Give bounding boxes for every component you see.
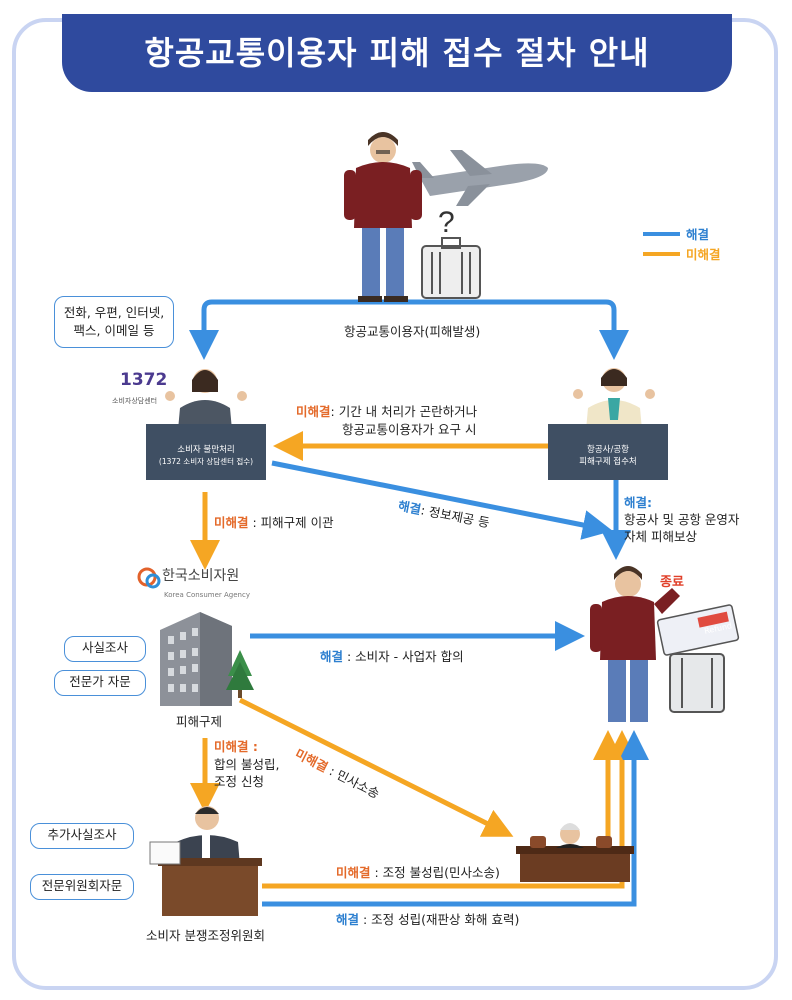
kca-logo-name: 한국소비자원 — [162, 568, 240, 584]
suitcase-icon: ? — [421, 206, 481, 299]
expert-advice-bubble: 전문가 자문 — [54, 670, 146, 696]
kca-logo-english: Korea Consumer Agency — [164, 591, 250, 599]
refund-card-icon — [656, 604, 740, 656]
page-title: 항공교통이용자 피해 접수 절차 안내 — [62, 14, 732, 92]
traveler-caption: 항공교통이용자(피해발생) — [344, 324, 481, 339]
arrow-committee-success — [262, 730, 649, 907]
relief-label: 피해구제 — [176, 714, 223, 729]
agreement-tag: 해결 — [320, 649, 344, 664]
contact-channels-line1: 전화, 우편, 인터넷, — [63, 305, 165, 320]
mediation-success-tag: 해결 — [336, 912, 360, 927]
arrow-kca-to-court — [238, 697, 514, 837]
airplane-icon — [412, 150, 548, 206]
airline-desk-label: 항공사/공항 피해구제 접수처 — [548, 444, 668, 468]
mediation-fail-label: 미해결 : 조정 불성립(민사소송) — [336, 864, 500, 881]
consumer-center-desk-line1: 소비자 불만처리 — [177, 445, 235, 455]
airline-resolved-line2: 자체 피해보상 — [624, 529, 697, 544]
transfer-label: 미해결 : 피해구제 이관 — [214, 514, 334, 531]
mediation-success-label: 해결 : 조정 성립(재판상 화해 효력) — [336, 911, 519, 928]
end-label: 종료 — [660, 575, 684, 590]
consumer-center-agent — [165, 369, 247, 430]
airline-desk-line2: 피해구제 접수처 — [579, 457, 637, 467]
kca-logo-icon — [137, 567, 161, 589]
court-judge-icon — [516, 823, 634, 882]
mediation-request-tag: 미해결 : — [214, 739, 258, 754]
unresolved-escalation-tag: 미해결 — [296, 404, 331, 419]
consumer-center-desk-line2: (1372 소비자 상담센터 접수) — [158, 457, 254, 466]
contact-channels-line2: 팩스, 이메일 등 — [73, 323, 155, 338]
arrow-committee-fail — [262, 730, 637, 889]
split-arrow-right — [396, 299, 629, 360]
transfer-tag: 미해결 — [214, 515, 249, 530]
airline-desk-line1: 항공사/공항 — [587, 445, 629, 455]
committee-label: 소비자 분쟁조정위원회 — [146, 928, 265, 943]
split-arrow-left — [189, 299, 396, 360]
airline-resolved-line1: 항공사 및 공항 운영자 — [624, 512, 740, 527]
legend-resolved: 해결 — [686, 227, 710, 242]
agreement-label: 해결 : 소비자 - 사업자 합의 — [320, 648, 464, 665]
logo-1372: 1372 — [120, 370, 168, 390]
svg-text:?: ? — [438, 206, 455, 239]
mediation-request-line2: 조정 신청 — [214, 774, 264, 789]
mediation-success-text: : 조정 성립(재판상 화해 효력) — [359, 912, 520, 927]
airline-agent — [573, 368, 655, 430]
logo-1372-subtitle: 소비자상담센터 — [112, 397, 158, 405]
contact-channels-bubble: 전화, 우편, 인터넷, 팩스, 이메일 등 — [54, 296, 174, 348]
mediation-fail-tag: 미해결 — [336, 865, 371, 880]
committee-advice-bubble: 전문위원회자문 — [30, 874, 134, 900]
legend-unresolved: 미해결 — [686, 247, 721, 262]
additional-fact-bubble: 추가사실조사 — [30, 823, 134, 849]
mediation-fail-text: : 조정 불성립(민사소송) — [370, 865, 500, 880]
agreement-text: : 소비자 - 사업자 합의 — [343, 649, 464, 664]
mediation-request-line1: 합의 불성립, — [214, 757, 280, 772]
unresolved-escalation-label: 미해결: 기간 내 처리가 곤란하거나 — [296, 403, 477, 420]
mediator-figure — [149, 806, 262, 916]
consumer-center-desk-label: 소비자 불만처리 (1372 소비자 상담센터 접수) — [146, 444, 266, 468]
unresolved-escalation-line2: 항공교통이용자가 요구 시 — [342, 422, 477, 437]
fact-finding-bubble: 사실조사 — [64, 636, 146, 662]
building-icon — [160, 612, 254, 706]
satisfied-traveler-figure — [590, 566, 680, 722]
info-provision-tag: 해결 — [396, 497, 423, 518]
transfer-text: : 피해구제 이관 — [248, 515, 334, 530]
arrow-1372-to-end — [271, 460, 613, 540]
traveler-figure — [344, 132, 422, 302]
consumer-center-desk — [146, 424, 266, 480]
airline-desk — [548, 424, 668, 480]
airline-resolved-tag: 해결: — [624, 495, 652, 510]
refunded-suitcase-icon — [669, 653, 725, 713]
unresolved-escalation-line1: : 기간 내 처리가 곤란하거나 — [330, 404, 478, 419]
